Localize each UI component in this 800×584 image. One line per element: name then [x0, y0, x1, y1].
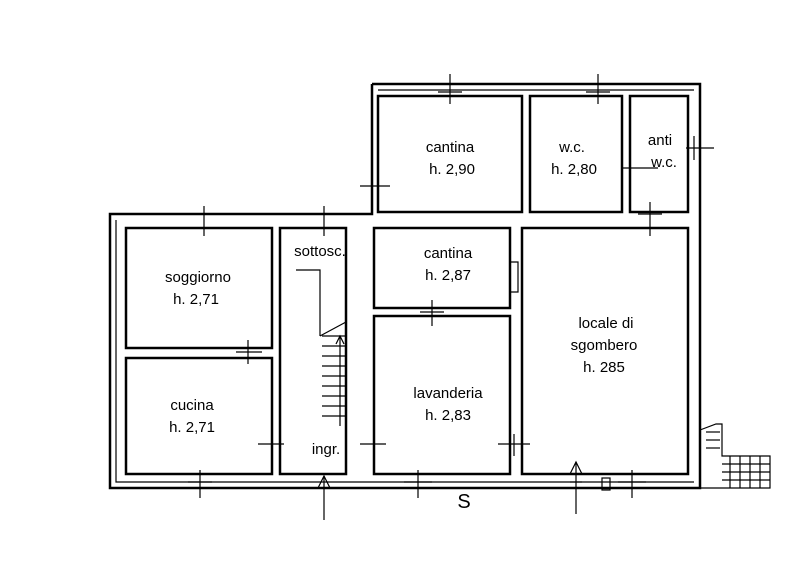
- wall-notch: [510, 261, 519, 293]
- room-cantina-mid: [372, 226, 512, 310]
- label-cantina-mid: cantina: [424, 245, 473, 262]
- room-anti-wc: [628, 94, 690, 214]
- staircase: [296, 269, 347, 426]
- room-lavanderia: [372, 314, 512, 476]
- external-steps: [699, 423, 771, 489]
- label-anti-wc-2: w.c.: [650, 154, 677, 171]
- label-lavanderia-height: h. 2,83: [425, 407, 471, 424]
- label-locale-1: locale di: [578, 315, 633, 332]
- label-soggiorno-height: h. 2,71: [173, 291, 219, 308]
- window-marks: [188, 74, 714, 498]
- label-lavanderia: lavanderia: [413, 385, 483, 402]
- room-locale-sgombero: [520, 226, 690, 476]
- room-sottoscala: [278, 226, 348, 476]
- room-wc: [528, 94, 624, 214]
- label-cantina-mid-height: h. 2,87: [425, 267, 471, 284]
- label-locale-height: h. 285: [583, 359, 625, 376]
- label-ingresso: ingr.: [312, 441, 340, 458]
- label-locale-2: sgombero: [571, 337, 638, 354]
- south-mark: S: [457, 491, 470, 513]
- label-cucina-height: h. 2,71: [169, 419, 215, 436]
- label-soggiorno: soggiorno: [165, 269, 231, 286]
- room-soggiorno: [124, 226, 274, 350]
- room-cucina: [124, 356, 274, 476]
- label-wc-height: h. 2,80: [551, 161, 597, 178]
- label-cucina: cucina: [170, 397, 214, 414]
- entrance-arrows: [317, 460, 583, 520]
- label-anti-wc-1: anti: [648, 132, 672, 149]
- label-sottoscala: sottosc.: [294, 243, 346, 260]
- label-wc: w.c.: [558, 139, 585, 156]
- label-cantina-top: cantina: [426, 139, 475, 156]
- label-cantina-top-height: h. 2,90: [429, 161, 475, 178]
- outer-walls: [108, 82, 702, 490]
